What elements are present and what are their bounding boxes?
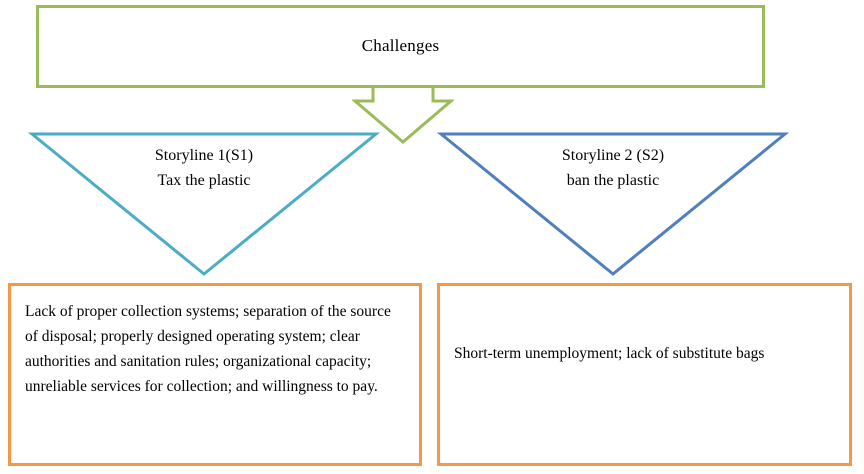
- challenges-box: Challenges: [36, 5, 765, 88]
- storyline-2-detail-text: Short-term unemployment; lack of substit…: [454, 345, 765, 362]
- storyline-2-detail-box: Short-term unemployment; lack of substit…: [437, 283, 852, 466]
- storyline-1-triangle: Storyline 1(S1) Tax the plastic: [28, 130, 380, 278]
- storyline-2-triangle: Storyline 2 (S2) ban the plastic: [437, 130, 789, 278]
- storyline-1-detail-box: Lack of proper collection systems; separ…: [8, 283, 422, 466]
- page-title: Challenges: [361, 36, 440, 56]
- storyline-1-detail-text: Lack of proper collection systems; separ…: [25, 303, 391, 396]
- down-arrow-icon: [350, 84, 456, 146]
